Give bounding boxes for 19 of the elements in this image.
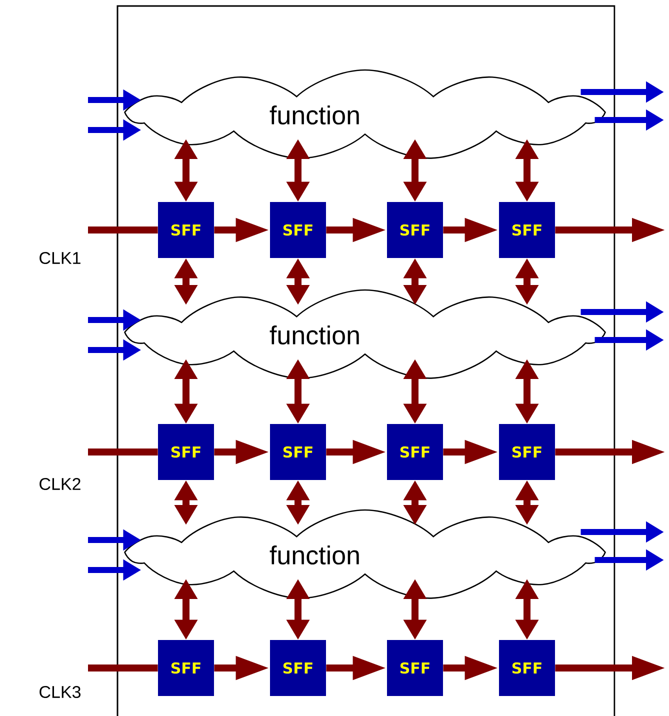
clock-line	[88, 448, 158, 456]
flip-flop-box: SFF	[158, 424, 214, 480]
clock-line	[88, 226, 158, 234]
clock-line	[88, 664, 158, 672]
flip-flop-box: SFF	[387, 640, 443, 696]
flip-flop-box: SFF	[270, 424, 326, 480]
frame-box	[116, 5, 616, 716]
flip-flop-box: SFF	[158, 640, 214, 696]
clock-label: CLK3	[40, 686, 80, 698]
flip-flop-box: SFF	[270, 640, 326, 696]
flip-flop-box: SFF	[270, 202, 326, 258]
flip-flop-box: SFF	[387, 424, 443, 480]
flip-flop-box: SFF	[499, 640, 555, 696]
clock-label: CLK2	[40, 478, 80, 490]
flip-flop-box: SFF	[158, 202, 214, 258]
flip-flop-box: SFF	[499, 202, 555, 258]
clock-label: CLK1	[40, 252, 80, 264]
flip-flop-box: SFF	[499, 424, 555, 480]
flip-flop-box: SFF	[387, 202, 443, 258]
